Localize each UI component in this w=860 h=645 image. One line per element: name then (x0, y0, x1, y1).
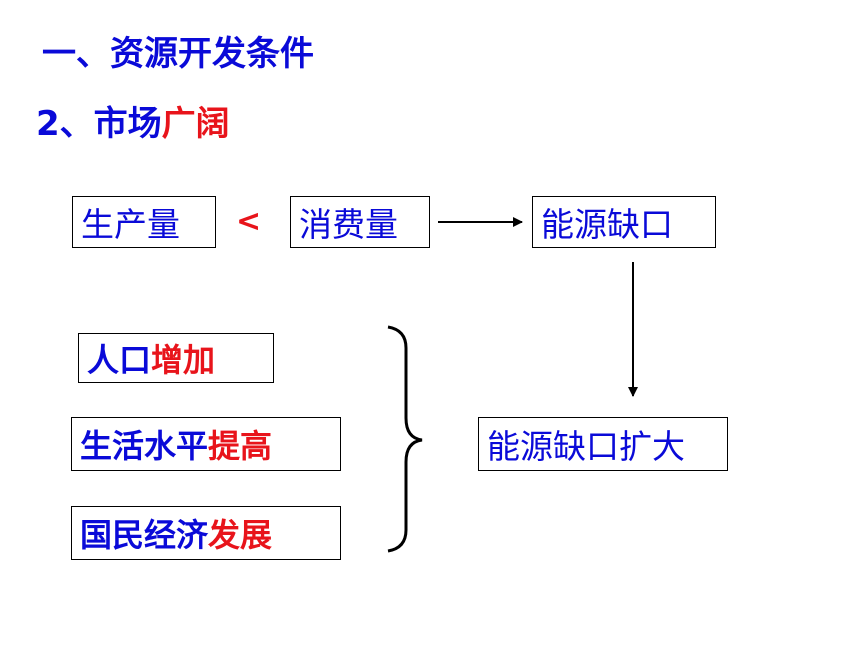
cause-box-living-standard: 生活水平提高 (71, 417, 341, 471)
energy-gap-box: 能源缺口 (532, 196, 716, 248)
cause-label-red: 发展 (208, 516, 273, 554)
consumption-label: 消费量 (299, 205, 398, 244)
cause-box-population: 人口增加 (78, 333, 274, 383)
result-box: 能源缺口扩大 (478, 417, 728, 471)
consumption-box: 消费量 (290, 196, 430, 248)
cause-label-blue: 国民经济 (80, 516, 209, 554)
energy-gap-label: 能源缺口 (541, 205, 673, 244)
cause-label-red: 提高 (208, 427, 273, 465)
subtitle: 2、市场广阔 (36, 96, 230, 145)
cause-label-red: 增加 (151, 341, 216, 379)
result-label: 能源缺口扩大 (487, 427, 685, 466)
subtitle-highlight: 广阔 (161, 104, 230, 144)
less-than-symbol: < (236, 204, 262, 239)
production-label: 生产量 (81, 205, 180, 244)
slide-title: 一、资源开发条件 (42, 34, 314, 74)
curly-brace (387, 325, 423, 553)
cause-box-economy: 国民经济发展 (71, 506, 341, 560)
cause-label-blue: 生活水平 (80, 427, 209, 465)
cause-label-blue: 人口 (87, 341, 152, 379)
production-box: 生产量 (72, 196, 216, 248)
subtitle-prefix: 2、市场 (36, 104, 162, 144)
